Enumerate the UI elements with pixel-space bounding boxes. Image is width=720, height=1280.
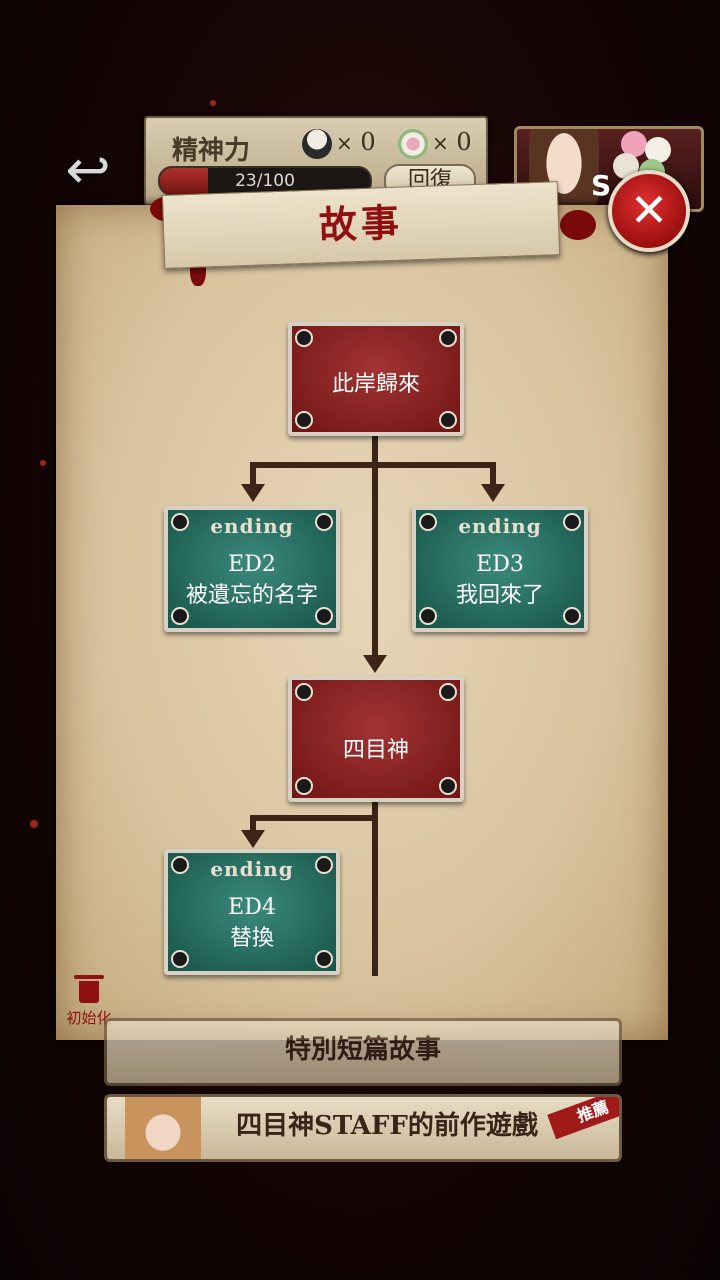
stamina-panel: 精神力 × 0 × 0 23/100 回復 — [144, 116, 488, 206]
blood-splatter — [560, 210, 596, 240]
arrow-head — [241, 830, 265, 848]
ending-tag: ending — [210, 857, 294, 881]
balloon — [621, 131, 647, 157]
connector-line — [250, 462, 496, 468]
item-1-count: 0 — [360, 128, 376, 156]
rice-ball-icon — [302, 128, 332, 159]
ending-name: 替換 — [229, 926, 274, 951]
ending-tag: ending — [210, 514, 294, 538]
node-name: 四目神 — [342, 738, 409, 763]
ember — [210, 100, 216, 106]
arrow-head — [363, 655, 387, 673]
reset-button[interactable]: 初始化 — [62, 975, 116, 1035]
special-story-banner[interactable]: 特別短篇故事 — [104, 1018, 622, 1086]
trash-icon — [74, 975, 104, 1003]
item-2: × 0 — [398, 128, 478, 162]
ending-node-ed2[interactable]: ending ED2 被遺忘的名字 — [164, 506, 340, 632]
ending-node-ed3[interactable]: ending ED3 我回來了 — [412, 506, 588, 632]
special-story-label: 特別短篇故事 — [284, 1035, 441, 1065]
story-node-start[interactable]: 此岸歸來 — [288, 322, 464, 436]
connector-line — [372, 796, 378, 976]
ending-code: ED2 — [228, 552, 276, 577]
close-icon[interactable]: ✕ — [608, 170, 690, 252]
dango-icon — [398, 128, 428, 159]
panel-title-plate: 故事 — [161, 181, 561, 269]
item-2-count: 0 — [456, 128, 472, 156]
connector-line — [250, 815, 256, 833]
ending-node-ed4[interactable]: ending ED4 替換 — [164, 849, 340, 975]
staff-game-label: 四目神STAFF的前作遊戲 — [236, 1111, 538, 1141]
banner-character — [125, 1097, 201, 1159]
staff-game-banner[interactable]: 四目神STAFF的前作遊戲 推薦 — [104, 1094, 622, 1162]
stamina-value: 23/100 — [235, 171, 295, 191]
reset-label: 初始化 — [66, 1009, 112, 1027]
arrow-head — [241, 484, 265, 502]
ember — [40, 460, 46, 466]
panel-title: 故事 — [318, 199, 404, 248]
ending-name: 被遺忘的名字 — [185, 583, 318, 608]
balloon — [645, 137, 671, 163]
node-name: 此岸歸來 — [331, 372, 420, 397]
connector-line — [250, 462, 256, 488]
recommend-badge: 推薦 — [547, 1097, 619, 1140]
story-node-mid[interactable]: 四目神 — [288, 676, 464, 802]
badge-letter: S — [591, 169, 612, 202]
ending-code: ED4 — [228, 895, 276, 920]
arrow-head — [481, 484, 505, 502]
connector-line — [372, 432, 378, 662]
connector-line — [490, 462, 496, 488]
ending-code: ED3 — [476, 552, 524, 577]
stamina-bar-fill — [160, 168, 209, 194]
stamina-label: 精神力 — [172, 136, 251, 166]
ending-name: 我回來了 — [455, 583, 544, 608]
connector-line — [250, 815, 378, 821]
item-1: × 0 — [302, 128, 382, 162]
ember — [30, 820, 38, 828]
ending-tag: ending — [458, 514, 542, 538]
back-arrow-icon[interactable]: ↪ — [65, 138, 111, 201]
